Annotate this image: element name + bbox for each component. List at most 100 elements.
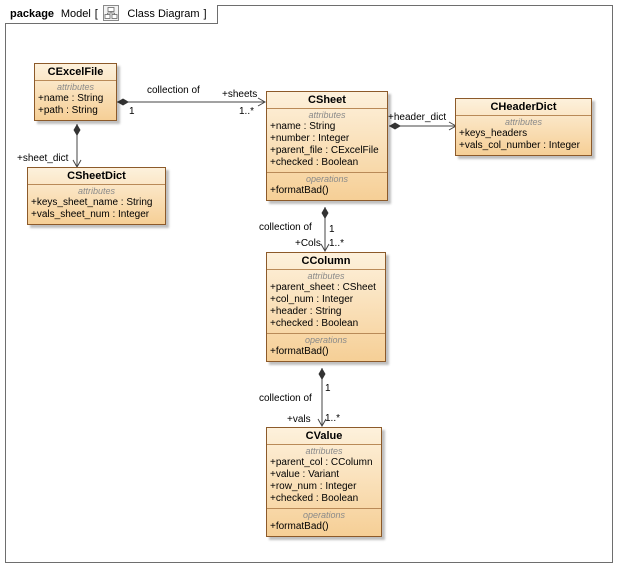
attribute-name: checked <box>275 157 314 168</box>
attributes-label: attributes <box>308 110 346 120</box>
class-name: CColumn <box>267 253 385 270</box>
attribute-visibility: + <box>270 157 276 168</box>
attribute-row[interactable]: +path : String <box>38 105 113 117</box>
operations-label: operations <box>302 510 346 520</box>
attribute-visibility: + <box>270 469 276 480</box>
attribute-type: : Integer <box>316 481 357 492</box>
composition-diamond <box>321 207 329 219</box>
operations-label: operations <box>305 174 349 184</box>
attribute-row[interactable]: +checked : Boolean <box>270 493 378 505</box>
attribute-row[interactable]: +name : String <box>270 121 384 133</box>
attribute-visibility: + <box>270 493 276 504</box>
composition-diamond <box>389 122 401 130</box>
assoc-col-vals-source-mult: 1 <box>325 383 331 394</box>
attribute-name: parent_sheet <box>275 282 335 293</box>
attribute-visibility: + <box>31 197 37 208</box>
assoc-file-sheets-role: +sheets <box>222 89 258 100</box>
attributes-label: attributes <box>307 271 345 281</box>
assoc-sheet-cols-target-mult: 1..* <box>329 238 345 249</box>
attribute-visibility: + <box>270 133 276 144</box>
attribute-name: row_num <box>275 481 317 492</box>
assoc-col-vals-target-mult: 1..* <box>325 413 341 424</box>
attribute-visibility: + <box>459 140 465 151</box>
attribute-type: : Boolean <box>313 318 359 329</box>
attribute-type: : Boolean <box>313 493 359 504</box>
attribute-row[interactable]: +header : String <box>270 306 382 318</box>
attribute-type: : String <box>300 121 336 132</box>
operations-compartment: operations+formatBad() <box>267 173 387 200</box>
composition-diamond <box>73 124 81 136</box>
attribute-visibility: + <box>270 145 276 156</box>
operation-row[interactable]: +formatBad() <box>270 521 378 533</box>
package-keyword: package <box>10 8 55 20</box>
operations-compartment: operations+formatBad() <box>267 509 381 536</box>
attribute-visibility: + <box>270 282 276 293</box>
attribute-type: : String <box>63 105 98 116</box>
attribute-name: name <box>43 93 69 104</box>
class-name: CHeaderDict <box>456 99 591 116</box>
operation-visibility: + <box>270 521 276 532</box>
operation-name: formatBad() <box>275 185 329 196</box>
class-name: CSheet <box>267 92 387 109</box>
attribute-row[interactable]: +row_num : Integer <box>270 481 378 493</box>
attribute-row[interactable]: +checked : Boolean <box>270 157 384 169</box>
operation-row[interactable]: +formatBad() <box>270 346 382 358</box>
attribute-name: keys_headers <box>464 128 528 139</box>
attribute-type: : Integer <box>313 294 354 305</box>
attributes-label: attributes <box>305 446 343 456</box>
attribute-type: : CColumn <box>322 457 373 468</box>
assoc-col-vals-role: +vals <box>287 414 311 425</box>
composition-diamond <box>318 368 326 380</box>
class-diagram-icon <box>102 5 119 21</box>
package-name: Model <box>60 8 91 20</box>
attribute-name: name <box>275 121 301 132</box>
diagram-name: Class Diagram <box>127 8 200 20</box>
attribute-row[interactable]: +keys_headers <box>459 128 588 140</box>
attribute-name: checked <box>275 493 314 504</box>
operation-row[interactable]: +formatBad() <box>270 185 384 197</box>
attribute-name: keys_sheet_name <box>36 197 119 208</box>
attributes-label: attributes <box>504 117 543 127</box>
attribute-name: checked <box>275 318 314 329</box>
attribute-name: number <box>275 133 310 144</box>
attribute-type: : String <box>118 197 153 208</box>
attribute-row[interactable]: +checked : Boolean <box>270 318 382 330</box>
attribute-type: : Integer <box>109 209 150 220</box>
attribute-type: : String <box>306 306 342 317</box>
attribute-name: value <box>275 469 300 480</box>
attribute-row[interactable]: +name : String <box>38 93 113 105</box>
attribute-row[interactable]: +vals_sheet_num : Integer <box>31 209 162 221</box>
attributes-compartment: attributes+parent_col : CColumn+value : … <box>267 445 381 509</box>
attribute-row[interactable]: +number : Integer <box>270 133 384 145</box>
class-name: CSheetDict <box>28 168 165 185</box>
attribute-row[interactable]: +parent_col : CColumn <box>270 457 378 469</box>
attribute-visibility: + <box>31 209 37 220</box>
assoc-file-sheets-source-mult: 1 <box>129 106 135 117</box>
arrowhead <box>317 418 327 428</box>
attributes-label: attributes <box>56 82 95 92</box>
attribute-row[interactable]: +value : Variant <box>270 469 378 481</box>
attribute-type: : Integer <box>309 133 350 144</box>
assoc-sheet-cols-name: collection of <box>259 222 312 233</box>
attributes-compartment: attributes+parent_sheet : CSheet+col_num… <box>267 270 385 334</box>
attribute-row[interactable]: +col_num : Integer <box>270 294 382 306</box>
attribute-visibility: + <box>270 294 276 305</box>
attribute-row[interactable]: +keys_sheet_name : String <box>31 197 162 209</box>
attribute-type: : Boolean <box>313 157 359 168</box>
attribute-row[interactable]: +vals_col_number : Integer <box>459 140 588 152</box>
package-tab: package Model[ Class Diagram] <box>5 5 218 24</box>
attribute-visibility: + <box>270 121 276 132</box>
attribute-row[interactable]: +parent_sheet : CSheet <box>270 282 382 294</box>
class-name: CValue <box>267 428 381 445</box>
composition-diamond <box>117 98 129 106</box>
assoc-sheet-cols-source-mult: 1 <box>329 224 335 235</box>
arrowhead <box>320 243 330 253</box>
attribute-row[interactable]: +parent_file : CExcelFile <box>270 145 384 157</box>
attribute-name: header <box>275 306 307 317</box>
